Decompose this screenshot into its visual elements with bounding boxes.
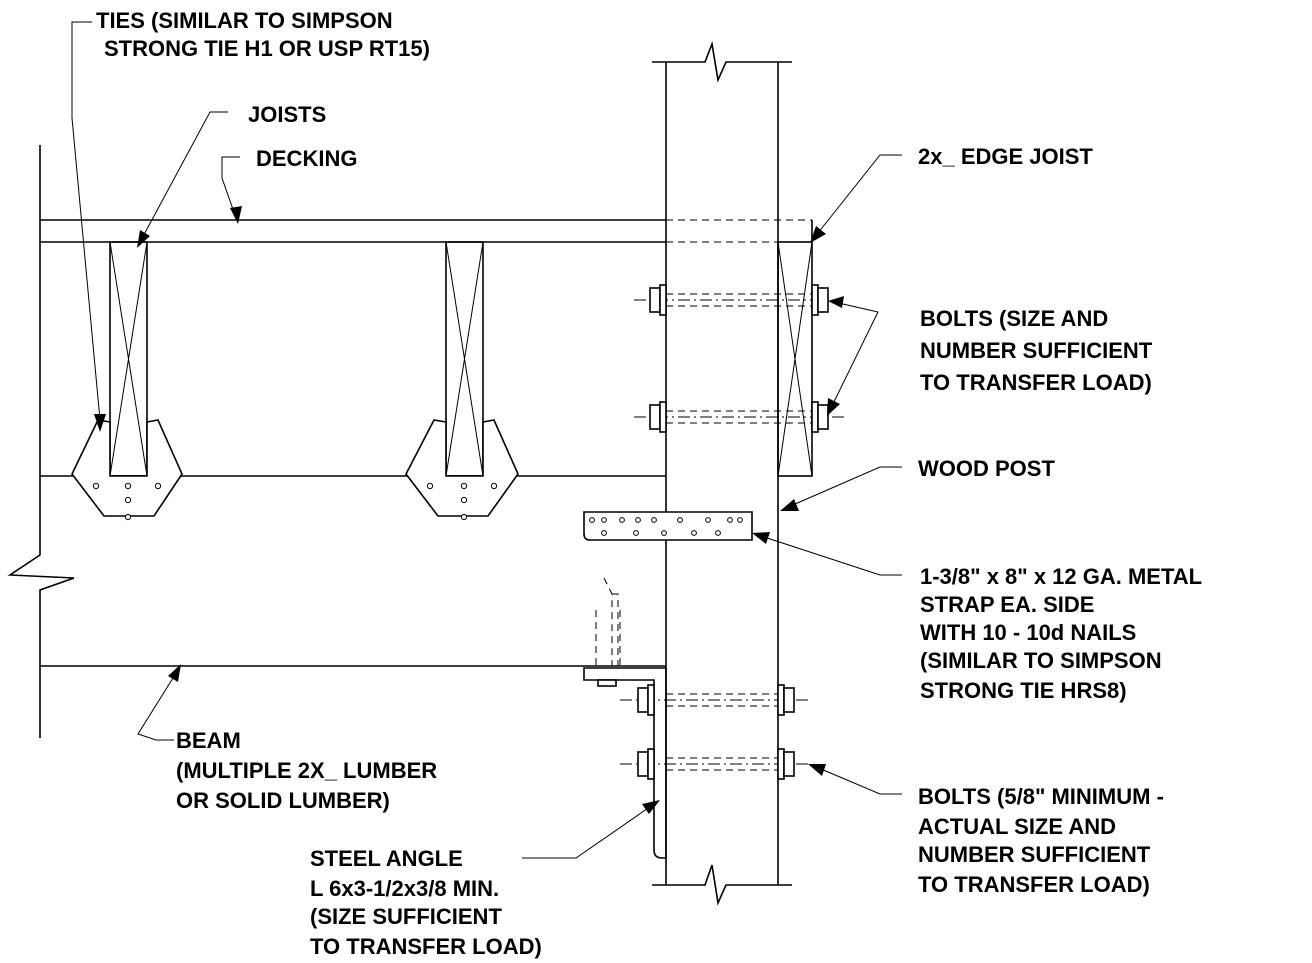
leader-bolts-upper <box>827 296 879 416</box>
leader-beam <box>137 664 181 741</box>
leader-bolts-lower <box>808 764 902 795</box>
label-bolts-upper: BOLTS (SIZE AND NUMBER SUFFICIENT TO TRA… <box>920 306 1158 395</box>
label-wood-post: WOOD POST <box>918 456 1055 481</box>
leader-joists <box>137 111 228 248</box>
label-edge-joist: 2x_ EDGE JOIST <box>918 144 1093 169</box>
leader-lines <box>71 21 902 859</box>
label-metal-strap: 1-3/8" x 8" x 12 GA. METAL STRAP EA. SID… <box>920 564 1208 703</box>
left-break-line <box>7 145 75 738</box>
labels: TIES (SIMILAR TO SIMPSON STRONG TIE H1 O… <box>96 8 1208 959</box>
edge-joist <box>777 241 813 477</box>
lower-bolt-2 <box>620 748 810 780</box>
label-steel-angle: STEEL ANGLE L 6x3-1/2x3/8 MIN. (SIZE SUF… <box>310 846 542 959</box>
upper-bolt-1 <box>634 284 840 316</box>
leader-decking <box>221 156 242 224</box>
leader-steel-angle <box>522 800 660 859</box>
label-beam: BEAM (MULTIPLE 2X_ LUMBER OR SOLID LUMBE… <box>176 728 443 813</box>
label-joists: JOISTS <box>248 102 326 127</box>
leader-wood-post <box>780 466 902 511</box>
metal-strap <box>583 511 753 541</box>
leader-metal-strap <box>752 532 902 576</box>
lower-bolt-1 <box>620 684 810 716</box>
joist-1 <box>109 241 148 477</box>
leader-ties <box>71 21 106 432</box>
label-bolts-lower: BOLTS (5/8" MINIMUM - ACTUAL SIZE AND NU… <box>918 784 1170 897</box>
label-decking: DECKING <box>256 146 357 171</box>
hurricane-tie-2 <box>405 419 519 521</box>
label-ties: TIES (SIMILAR TO SIMPSON STRONG TIE H1 O… <box>96 8 430 61</box>
steel-angle <box>583 577 667 859</box>
leader-edge-joist <box>810 154 902 243</box>
upper-bolt-2 <box>634 401 845 433</box>
joist-2 <box>445 241 484 477</box>
decking <box>40 219 813 243</box>
deck-structure <box>7 40 845 906</box>
wood-post <box>652 40 792 906</box>
hurricane-tie-1 <box>71 419 183 521</box>
